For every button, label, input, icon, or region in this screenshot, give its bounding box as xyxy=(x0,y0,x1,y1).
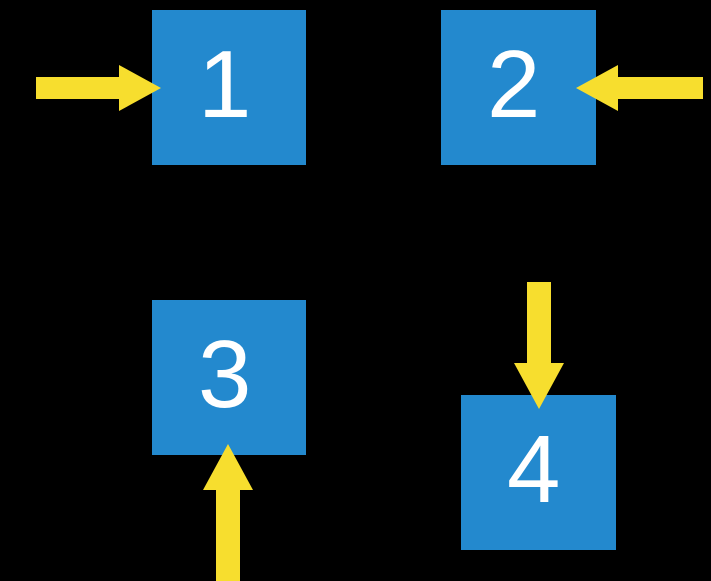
arrow-up-into-node-3[interactable] xyxy=(203,444,253,581)
node-label-1: 1 xyxy=(198,31,252,138)
node-label-2: 2 xyxy=(487,31,541,138)
arrow-right-into-node-1[interactable] xyxy=(36,65,161,111)
node-box-3[interactable] xyxy=(152,300,306,455)
node-label-4: 4 xyxy=(507,416,561,523)
arrow-down-into-node-4[interactable] xyxy=(514,282,564,409)
node-box-2[interactable] xyxy=(441,10,596,165)
node-box-4[interactable] xyxy=(461,395,616,550)
arrow-left-into-node-2[interactable] xyxy=(576,65,703,111)
node-box-1[interactable] xyxy=(152,10,306,165)
node-label-3: 3 xyxy=(198,321,252,428)
